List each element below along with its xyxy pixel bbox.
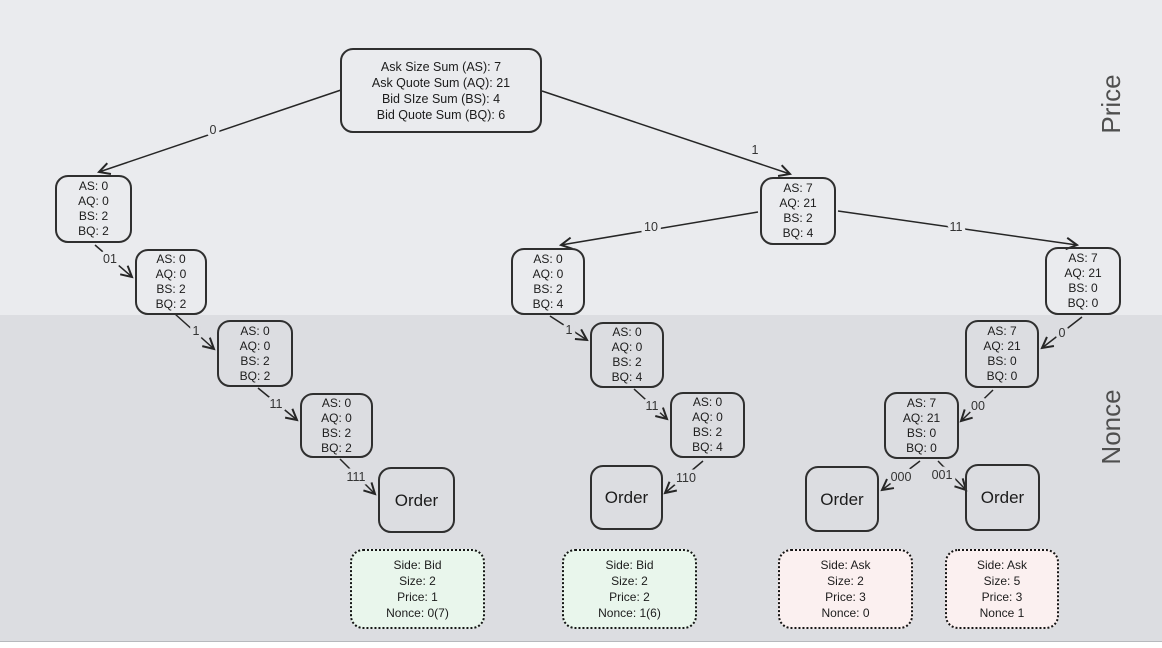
edge-label-l3-l4: 11 (270, 397, 283, 411)
bid-subtree-node-3: AS: 0 AQ: 0 BS: 2 BQ: 2 (217, 320, 293, 387)
edge-label-r1-m1: 10 (644, 220, 658, 234)
bid-subtree-node-2: AS: 0 AQ: 0 BS: 2 BQ: 2 (135, 249, 207, 315)
ask-root-node: AS: 7 AQ: 21 BS: 2 BQ: 4 (760, 177, 836, 245)
order-details-bid-1: Side: Bid Size: 2 Price: 1 Nonce: 0(7) (350, 549, 485, 629)
edge-m1-to-m2 (549, 315, 589, 342)
node-text: AS: 0 AQ: 0 BS: 2 BQ: 2 (239, 323, 271, 383)
edge-label-m1-m2: 1 (566, 323, 573, 337)
node-text: AS: 0 AQ: 0 BS: 2 BQ: 4 (692, 395, 723, 454)
node-text: AS: 7 AQ: 21 BS: 0 BQ: 0 (1064, 251, 1102, 310)
ask-subtree-node-1: AS: 7 AQ: 21 BS: 0 BQ: 0 (1045, 247, 1121, 315)
edge-l2-to-l3 (174, 313, 216, 351)
edge-m3-to-order2 (663, 460, 704, 495)
edge-root-to-l1 (96, 89, 342, 175)
edge-label-r3-r4: 00 (971, 399, 985, 413)
edge-r3-to-r4 (959, 389, 994, 423)
bid-subtree-node-1: AS: 0 AQ: 0 BS: 2 BQ: 2 (55, 175, 132, 243)
edge-label-root-l1: 0 (210, 123, 217, 137)
order-details-text: Side: Bid Size: 2 Price: 1 Nonce: 0(7) (386, 558, 449, 620)
order-details-ask-1: Side: Ask Size: 2 Price: 3 Nonce: 0 (778, 549, 913, 629)
order-details-text: Side: Ask Size: 5 Price: 3 Nonce 1 (976, 558, 1028, 620)
order-node-text: Order (394, 490, 439, 510)
order-details-bid-2: Side: Bid Size: 2 Price: 2 Nonce: 1(6) (562, 549, 697, 629)
nonce-axis-label: Nonce (1096, 389, 1126, 465)
order-node-3: Order (805, 466, 879, 532)
edge-r4-to-order4 (937, 460, 968, 492)
mid-subtree-node-3: AS: 0 AQ: 0 BS: 2 BQ: 4 (670, 392, 745, 458)
ask-subtree-node-2: AS: 7 AQ: 21 BS: 0 BQ: 0 (965, 320, 1039, 388)
ask-subtree-node-3: AS: 7 AQ: 21 BS: 0 BQ: 0 (884, 392, 959, 459)
bottom-margin (0, 641, 1162, 648)
edge-label-r2-r3: 0 (1059, 326, 1066, 340)
node-text: AS: 0 AQ: 0 BS: 2 BQ: 4 (611, 325, 643, 384)
edge-label-r4-order4: 001 (932, 468, 953, 482)
root-node: Ask Size Sum (AS): 7 Ask Quote Sum (AQ):… (340, 48, 542, 133)
node-text: AS: 0 AQ: 0 BS: 2 BQ: 2 (321, 395, 352, 455)
order-node-text: Order (980, 488, 1025, 507)
edge-l4-to-order1 (339, 458, 377, 496)
order-node-4: Order (965, 464, 1040, 531)
edge-label-root-r1: 1 (752, 143, 759, 157)
node-text: AS: 0 AQ: 0 BS: 2 BQ: 4 (532, 251, 564, 311)
edge-label-l4-order1: 111 (346, 470, 365, 484)
edge-l1-to-l2 (94, 244, 134, 279)
edge-label-m3-order2: 110 (676, 471, 696, 485)
edge-label-l2-l3: 1 (193, 324, 200, 338)
order-node-2: Order (590, 465, 663, 530)
edge-label-m2-m3: 11 (646, 399, 659, 413)
edge-r4-to-order3 (880, 460, 921, 492)
order-details-ask-2: Side: Ask Size: 5 Price: 3 Nonce 1 (945, 549, 1059, 629)
bid-subtree-node-4: AS: 0 AQ: 0 BS: 2 BQ: 2 (300, 393, 373, 458)
order-details-text: Side: Bid Size: 2 Price: 2 Nonce: 1(6) (598, 558, 661, 620)
order-node-text: Order (820, 489, 864, 509)
order-node-text: Order (604, 488, 649, 507)
edge-root-to-r1 (541, 90, 793, 177)
edge-r1-to-m1 (558, 211, 759, 250)
mid-subtree-node-2: AS: 0 AQ: 0 BS: 2 BQ: 4 (590, 322, 664, 388)
edge-m2-to-m3 (633, 388, 669, 421)
edge-l3-to-l4 (257, 387, 299, 422)
node-text: AS: 7 AQ: 21 BS: 0 BQ: 0 (983, 324, 1021, 383)
edge-r2-to-r3 (1040, 316, 1083, 350)
price-region-band (0, 0, 1162, 315)
node-text: AS: 0 AQ: 0 BS: 2 BQ: 2 (155, 252, 187, 311)
order-details-text: Side: Ask Size: 2 Price: 3 Nonce: 0 (820, 558, 871, 620)
node-text: AS: 0 AQ: 0 BS: 2 BQ: 2 (78, 179, 109, 238)
edge-r1-to-r2 (837, 210, 1080, 251)
node-text: AS: 7 AQ: 21 BS: 2 BQ: 4 (779, 181, 817, 240)
edge-label-r4-order3: 000 (891, 470, 912, 484)
price-axis-label: Price (1096, 74, 1126, 134)
root-node-text: Ask Size Sum (AS): 7 Ask Quote Sum (AQ):… (371, 59, 511, 122)
order-node-1: Order (378, 467, 455, 533)
node-text: AS: 7 AQ: 21 BS: 0 BQ: 0 (902, 395, 941, 455)
edge-label-l1-l2: 01 (103, 252, 117, 266)
mid-subtree-node-1: AS: 0 AQ: 0 BS: 2 BQ: 4 (511, 248, 585, 315)
edge-label-r1-r2: 11 (950, 220, 963, 234)
